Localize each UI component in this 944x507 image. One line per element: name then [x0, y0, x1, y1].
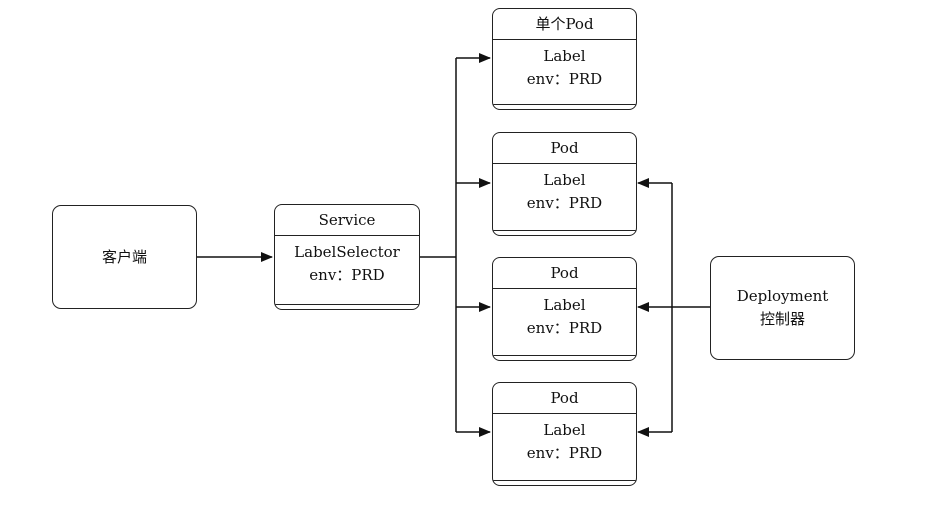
pod-title: Pod [493, 383, 636, 414]
pod-label-key: Label [543, 171, 586, 189]
pod-label-value: env：PRD [526, 319, 603, 337]
pod-title: Pod [493, 258, 636, 289]
service-footer-line [275, 304, 419, 305]
service-selector-label: LabelSelector [294, 243, 400, 261]
pod-title: Pod [493, 133, 636, 164]
pod-footer-line [493, 230, 636, 231]
pod-label-key: Label [543, 296, 586, 314]
client-label: 客户端 [101, 247, 147, 266]
deployment-node: Deployment 控制器 [710, 256, 855, 360]
service-node: Service LabelSelector env：PRD [274, 204, 420, 310]
pod-node-4: Pod Label env：PRD [492, 382, 637, 486]
pod-label-key: Label [543, 47, 586, 65]
client-node: 客户端 [52, 205, 197, 309]
pod-label-key: Label [543, 421, 586, 439]
service-selector-value: env：PRD [309, 266, 385, 284]
pod-node-1: 单个Pod Label env：PRD [492, 8, 637, 110]
pod-label-value: env：PRD [526, 444, 603, 462]
deployment-controller-label: 控制器 [759, 310, 805, 328]
pod-node-3: Pod Label env：PRD [492, 257, 637, 361]
service-title: Service [275, 205, 419, 236]
deployment-label: Deployment [736, 287, 829, 305]
pod-node-2: Pod Label env：PRD [492, 132, 637, 236]
pod-label-value: env：PRD [526, 194, 603, 212]
pod-footer-line [493, 104, 636, 105]
pod-footer-line [493, 355, 636, 356]
pod-title: 单个Pod [493, 9, 636, 40]
pod-label-value: env：PRD [526, 70, 603, 88]
pod-footer-line [493, 480, 636, 481]
